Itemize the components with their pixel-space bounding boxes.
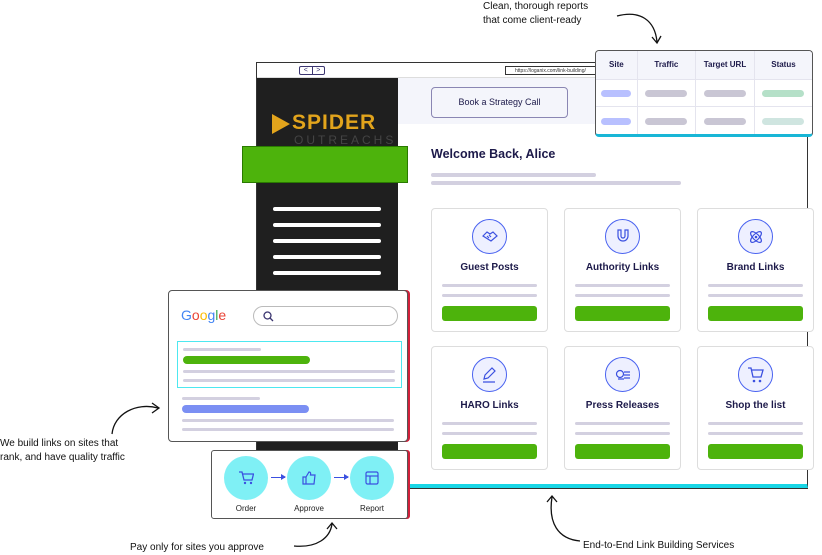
placeholder-line <box>708 284 803 287</box>
arrow-curve-icon <box>111 402 161 435</box>
brand-logo: SPIDER OUTREACHS <box>272 111 393 147</box>
welcome-heading: Welcome Back, Alice <box>431 147 556 161</box>
step-label: Report <box>359 504 384 513</box>
arrow-icon <box>271 474 286 480</box>
table-row <box>596 106 812 134</box>
sidebar-item[interactable] <box>273 223 381 227</box>
search-results-card: Google <box>168 290 408 442</box>
step-label: Order <box>235 504 257 513</box>
annotation-approve: Pay only for sites you approve <box>130 542 264 553</box>
placeholder-line <box>575 284 670 287</box>
step-approve[interactable] <box>287 456 331 500</box>
sidebar-active-item[interactable] <box>242 146 408 183</box>
col-target-url: Target URL <box>695 51 755 80</box>
placeholder-line <box>442 432 537 435</box>
service-card[interactable]: Authority Links <box>564 208 681 332</box>
pencil-icon <box>472 357 507 392</box>
google-logo: Google <box>181 307 227 323</box>
arrow-curve-icon <box>546 494 581 542</box>
handshake-icon <box>472 219 507 254</box>
cart-icon <box>738 357 773 392</box>
service-label: HARO Links <box>460 400 519 411</box>
arrow-curve-icon <box>293 521 338 547</box>
service-card[interactable]: Shop the list <box>697 346 814 470</box>
magnet-icon <box>605 219 640 254</box>
service-card[interactable]: Brand Links <box>697 208 814 332</box>
arrow-icon <box>334 474 349 480</box>
layout-icon <box>365 471 379 485</box>
placeholder-line <box>442 284 537 287</box>
book-call-button[interactable]: Book a Strategy Call <box>431 87 568 118</box>
service-button[interactable] <box>442 444 537 459</box>
placeholder-line <box>575 432 670 435</box>
sidebar-item[interactable] <box>273 207 381 211</box>
sidebar-item[interactable] <box>273 239 381 243</box>
col-site: Site <box>596 51 638 80</box>
placeholder-line <box>431 181 681 185</box>
placeholder-line <box>431 173 596 177</box>
placeholder-line <box>708 432 803 435</box>
placeholder-line <box>708 294 803 297</box>
col-traffic: Traffic <box>637 51 697 80</box>
press-release-icon <box>605 357 640 392</box>
sidebar-item[interactable] <box>273 271 381 275</box>
thumbs-up-icon <box>302 471 316 485</box>
cart-icon <box>239 471 254 485</box>
placeholder-line <box>442 294 537 297</box>
service-label: Brand Links <box>726 262 785 273</box>
forward-button[interactable]: > <box>311 67 325 74</box>
service-card[interactable]: Press Releases <box>564 346 681 470</box>
service-button[interactable] <box>708 306 803 321</box>
report-table: Site Traffic Target URL Status <box>595 50 813 137</box>
service-label: Authority Links <box>585 262 660 273</box>
nav-buttons: < > <box>299 66 325 75</box>
table-row <box>596 79 812 108</box>
annotation-services: End-to-End Link Building Services <box>583 540 735 551</box>
service-card[interactable]: Guest Posts <box>431 208 548 332</box>
back-button[interactable]: < <box>303 67 308 74</box>
search-icon <box>263 311 274 322</box>
service-label: Guest Posts <box>460 262 519 273</box>
step-order[interactable] <box>224 456 268 500</box>
step-label: Approve <box>294 504 324 513</box>
service-label: Shop the list <box>725 400 786 411</box>
sidebar-item[interactable] <box>273 255 381 259</box>
browser-toolbar: < > https://loganix.com/link-building/ <box>257 63 807 78</box>
service-label: Press Releases <box>585 400 660 411</box>
step-report[interactable] <box>350 456 394 500</box>
service-button[interactable] <box>575 444 670 459</box>
annotation-reports: Clean, thorough reports that come client… <box>483 1 589 26</box>
process-steps: Order Approve Report <box>211 450 408 519</box>
search-result[interactable] <box>177 394 402 439</box>
annotation-quality: We build links on sites that rank, and h… <box>0 438 125 463</box>
arrow-curve-icon <box>616 13 662 45</box>
placeholder-line <box>575 294 670 297</box>
placeholder-line <box>575 422 670 425</box>
service-card[interactable]: HARO Links <box>431 346 548 470</box>
url-bar[interactable]: https://loganix.com/link-building/ <box>505 66 607 75</box>
search-result-highlighted[interactable] <box>177 341 402 388</box>
search-input[interactable] <box>253 306 398 326</box>
service-button[interactable] <box>708 444 803 459</box>
atom-icon <box>738 219 773 254</box>
service-button[interactable] <box>442 306 537 321</box>
logo-mark-icon <box>272 114 290 134</box>
placeholder-line <box>442 422 537 425</box>
service-button[interactable] <box>575 306 670 321</box>
col-status: Status <box>754 51 812 80</box>
placeholder-line <box>708 422 803 425</box>
